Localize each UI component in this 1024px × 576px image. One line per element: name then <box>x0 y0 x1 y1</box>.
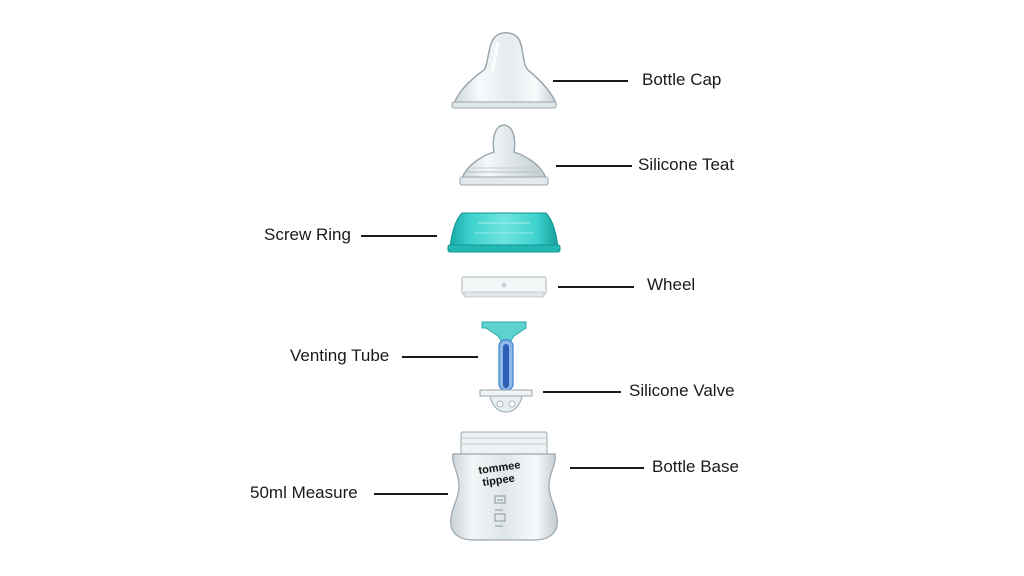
venting-tube-label: Venting Tube <box>290 346 390 365</box>
silicone-valve-label: Silicone Valve <box>629 381 735 400</box>
bottle-base-leader <box>570 467 644 469</box>
venting-tube-leader <box>402 356 478 358</box>
silicone-teat-label: Silicone Teat <box>638 155 735 174</box>
brand-logo-line1: tommee <box>478 459 521 477</box>
screw-ring <box>447 211 561 253</box>
bottle-cap-label: Bottle Cap <box>642 70 722 89</box>
screw-ring-leader <box>361 235 437 237</box>
measure-50ml-leader <box>374 493 448 495</box>
measure-50ml-label: 50ml Measure <box>250 483 358 502</box>
venting-tube-assembly <box>476 320 536 416</box>
screw-ring-label: Screw Ring <box>264 225 351 244</box>
silicone-teat-leader <box>556 165 632 167</box>
brand-logo-line2: tippee <box>482 473 516 489</box>
silicone-valve-leader <box>543 391 621 393</box>
bottle-base: tommee tippee <box>445 430 563 542</box>
bottle-cap <box>448 32 560 110</box>
bottle-cap-leader <box>553 80 628 82</box>
wheel <box>461 276 547 298</box>
silicone-teat <box>456 122 552 188</box>
wheel-label: Wheel <box>647 275 696 294</box>
bottle-base-label: Bottle Base <box>652 457 739 476</box>
wheel-leader <box>558 286 634 288</box>
